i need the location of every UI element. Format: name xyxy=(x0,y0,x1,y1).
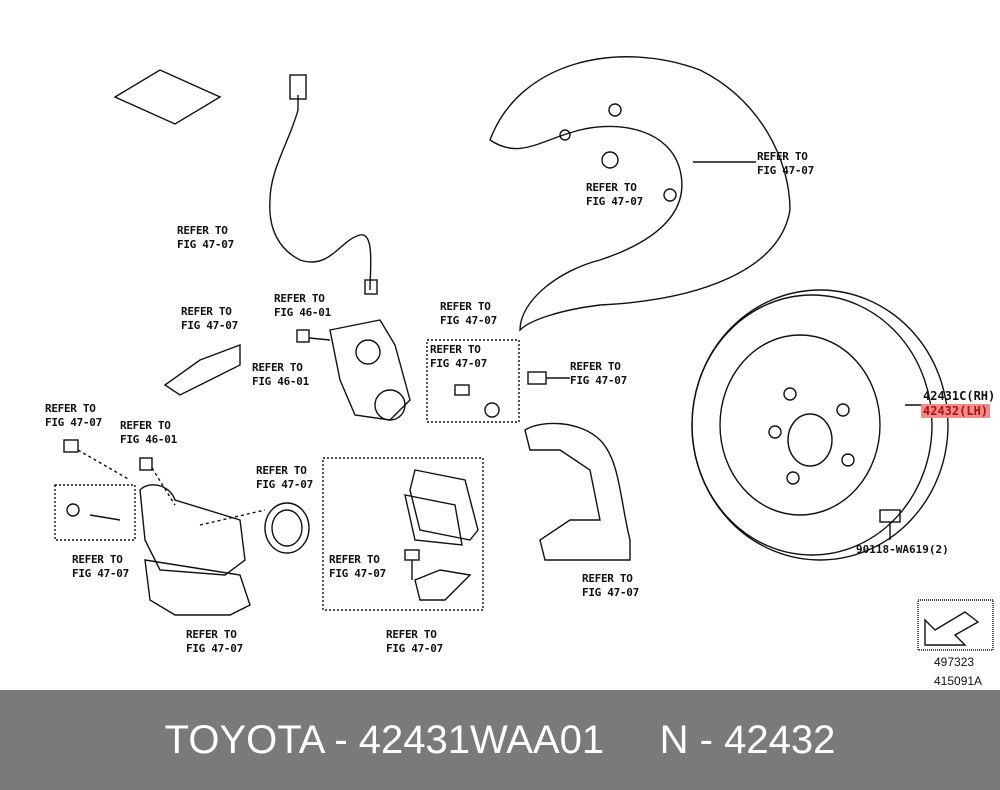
refer-label-line1: REFER TO xyxy=(440,300,491,313)
piston-seal xyxy=(264,502,310,554)
figure-code: 415091A xyxy=(934,674,983,688)
hose-bracket xyxy=(163,343,241,396)
shield-bolt xyxy=(601,151,619,169)
refer-label-line2: FIG 46-01 xyxy=(252,375,309,388)
part-number-rh[interactable]: 42431C(RH) xyxy=(923,389,996,403)
refer-label-line1: REFER TO xyxy=(177,224,228,237)
refer-label-line2: FIG 47-07 xyxy=(256,478,313,491)
refer-label-line1: REFER TO xyxy=(757,150,808,163)
sheet-icon xyxy=(113,69,222,125)
refer-label-line1: REFER TO xyxy=(582,572,633,585)
rotor-hub-hole xyxy=(787,413,833,467)
refer-label-line2: FIG 47-07 xyxy=(430,357,487,370)
refer-label-line1: REFER TO xyxy=(252,361,303,374)
abs-connector xyxy=(364,279,378,295)
illustration-code: 497323 xyxy=(934,655,975,669)
refer-label-line2: FIG 47-07 xyxy=(186,642,243,655)
footer-part-title: TOYOTA - 42431WAA01 N - 42432 xyxy=(164,717,836,762)
brake-pad xyxy=(409,469,479,541)
refer-label-line2: FIG 47-07 xyxy=(586,195,643,208)
part-number-bolt[interactable]: 90118-WA619(2) xyxy=(856,543,949,556)
refer-label-line2: FIG 46-01 xyxy=(120,433,177,446)
refer-label-line2: FIG 47-07 xyxy=(177,238,234,251)
refer-label-line2: FIG 47-07 xyxy=(181,319,238,332)
diagram-drawing xyxy=(54,56,994,651)
refer-label-line1: REFER TO xyxy=(430,343,481,356)
refer-label-line1: REFER TO xyxy=(72,553,123,566)
refer-label-line2: FIG 47-07 xyxy=(757,164,814,177)
front-arrow-icon xyxy=(924,611,980,646)
bleeder-box xyxy=(54,484,136,541)
dust-shield xyxy=(489,56,791,332)
caliper-bolt xyxy=(63,439,79,453)
refer-label-line1: REFER TO xyxy=(120,419,171,432)
refer-label-line2: FIG 47-07 xyxy=(45,416,102,429)
refer-label-line2: FIG 47-07 xyxy=(72,567,129,580)
bracket-bolt xyxy=(527,371,547,385)
brake-caliper xyxy=(139,484,246,576)
refer-label-line1: REFER TO xyxy=(386,628,437,641)
refer-label-line1: REFER TO xyxy=(186,628,237,641)
refer-label-line1: REFER TO xyxy=(570,360,621,373)
refer-label-line2: FIG 46-01 xyxy=(274,306,331,319)
refer-label-line2: FIG 47-07 xyxy=(329,567,386,580)
bolt-kit-box xyxy=(426,339,520,423)
footer-banner: TOYOTA - 42431WAA01 N - 42432 xyxy=(0,690,1000,790)
part-number-lh-highlighted[interactable]: 42432(LH) xyxy=(921,404,991,418)
pad-clip xyxy=(414,569,472,601)
parking-brake-motor xyxy=(329,319,411,421)
caliper-bracket xyxy=(524,422,631,561)
refer-label-line1: REFER TO xyxy=(586,181,637,194)
abs-sensor-head xyxy=(289,74,307,100)
refer-label-line1: REFER TO xyxy=(274,292,325,305)
refer-label-line2: FIG 47-07 xyxy=(582,586,639,599)
refer-label-line2: FIG 47-07 xyxy=(386,642,443,655)
refer-label-line1: REFER TO xyxy=(45,402,96,415)
refer-label-line2: FIG 47-07 xyxy=(440,314,497,327)
refer-label-line1: REFER TO xyxy=(181,305,232,318)
refer-label-line1: REFER TO xyxy=(256,464,307,477)
abs-sensor-wire xyxy=(269,95,372,291)
refer-label-line2: FIG 47-07 xyxy=(570,374,627,387)
refer-label-line1: REFER TO xyxy=(329,553,380,566)
arrow-box xyxy=(917,599,994,651)
pad-kit-box xyxy=(322,457,484,611)
